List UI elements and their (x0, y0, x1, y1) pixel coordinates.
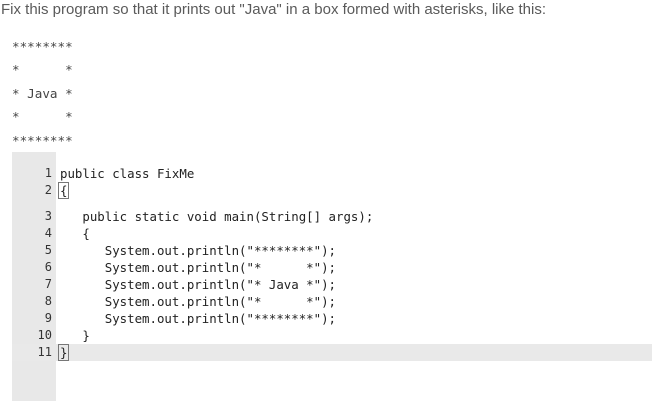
expected-output-line: ******** (12, 132, 73, 148)
expected-output-line: * * (12, 62, 73, 78)
expected-output-line: ******** (12, 39, 73, 54)
code-text[interactable]: System.out.println("********"); (60, 243, 337, 258)
code-line[interactable]: 8 System.out.println("* *"); (12, 293, 652, 310)
code-line[interactable]: 6 System.out.println("* *"); (12, 259, 652, 276)
matched-brace: } (58, 344, 70, 361)
expected-output-block: ******** * * * Java * * * ******** (12, 35, 73, 152)
line-number: 6 (44, 260, 52, 274)
code-text[interactable]: System.out.println("* *"); (60, 294, 337, 309)
line-number: 9 (44, 311, 52, 325)
code-line[interactable]: 9 System.out.println("********"); (12, 310, 652, 327)
line-number: 10 (37, 328, 52, 342)
line-number: 7 (44, 277, 52, 291)
code-line[interactable]: 2{ (12, 182, 652, 199)
code-line[interactable]: 3 public static void main(String[] args)… (12, 208, 652, 225)
line-number: 2 (44, 183, 52, 197)
code-text[interactable]: public class FixMe (60, 166, 195, 181)
expected-output-line: * Java * (12, 85, 73, 101)
code-line[interactable]: 1 public class FixMe (12, 165, 652, 182)
line-number: 3 (44, 209, 52, 223)
code-text[interactable]: { (58, 182, 70, 199)
code-text[interactable]: } (58, 344, 70, 361)
code-text[interactable]: { (60, 226, 90, 241)
code-line[interactable]: 11} (12, 344, 652, 361)
line-number: 8 (44, 294, 52, 308)
problem-statement: Fix this program so that it prints out "… (1, 1, 547, 18)
line-number: 5 (44, 243, 52, 257)
line-number: 1 (44, 166, 52, 180)
line-number: 4 (44, 226, 52, 240)
code-text[interactable]: System.out.println("* *"); (60, 260, 337, 275)
code-text[interactable]: } (60, 328, 90, 343)
matched-brace: { (58, 182, 70, 199)
code-line[interactable]: 5 System.out.println("********"); (12, 242, 652, 259)
code-line[interactable]: 10 } (12, 327, 652, 344)
line-number: 11 (37, 345, 52, 359)
expected-output-line: * * (12, 109, 73, 125)
code-text[interactable]: public static void main(String[] args); (60, 209, 374, 224)
code-line[interactable]: 4 { (12, 225, 652, 242)
code-line[interactable]: 7 System.out.println("* Java *"); (12, 276, 652, 293)
code-text[interactable]: System.out.println("* Java *"); (60, 277, 337, 292)
code-text[interactable]: System.out.println("********"); (60, 311, 337, 326)
